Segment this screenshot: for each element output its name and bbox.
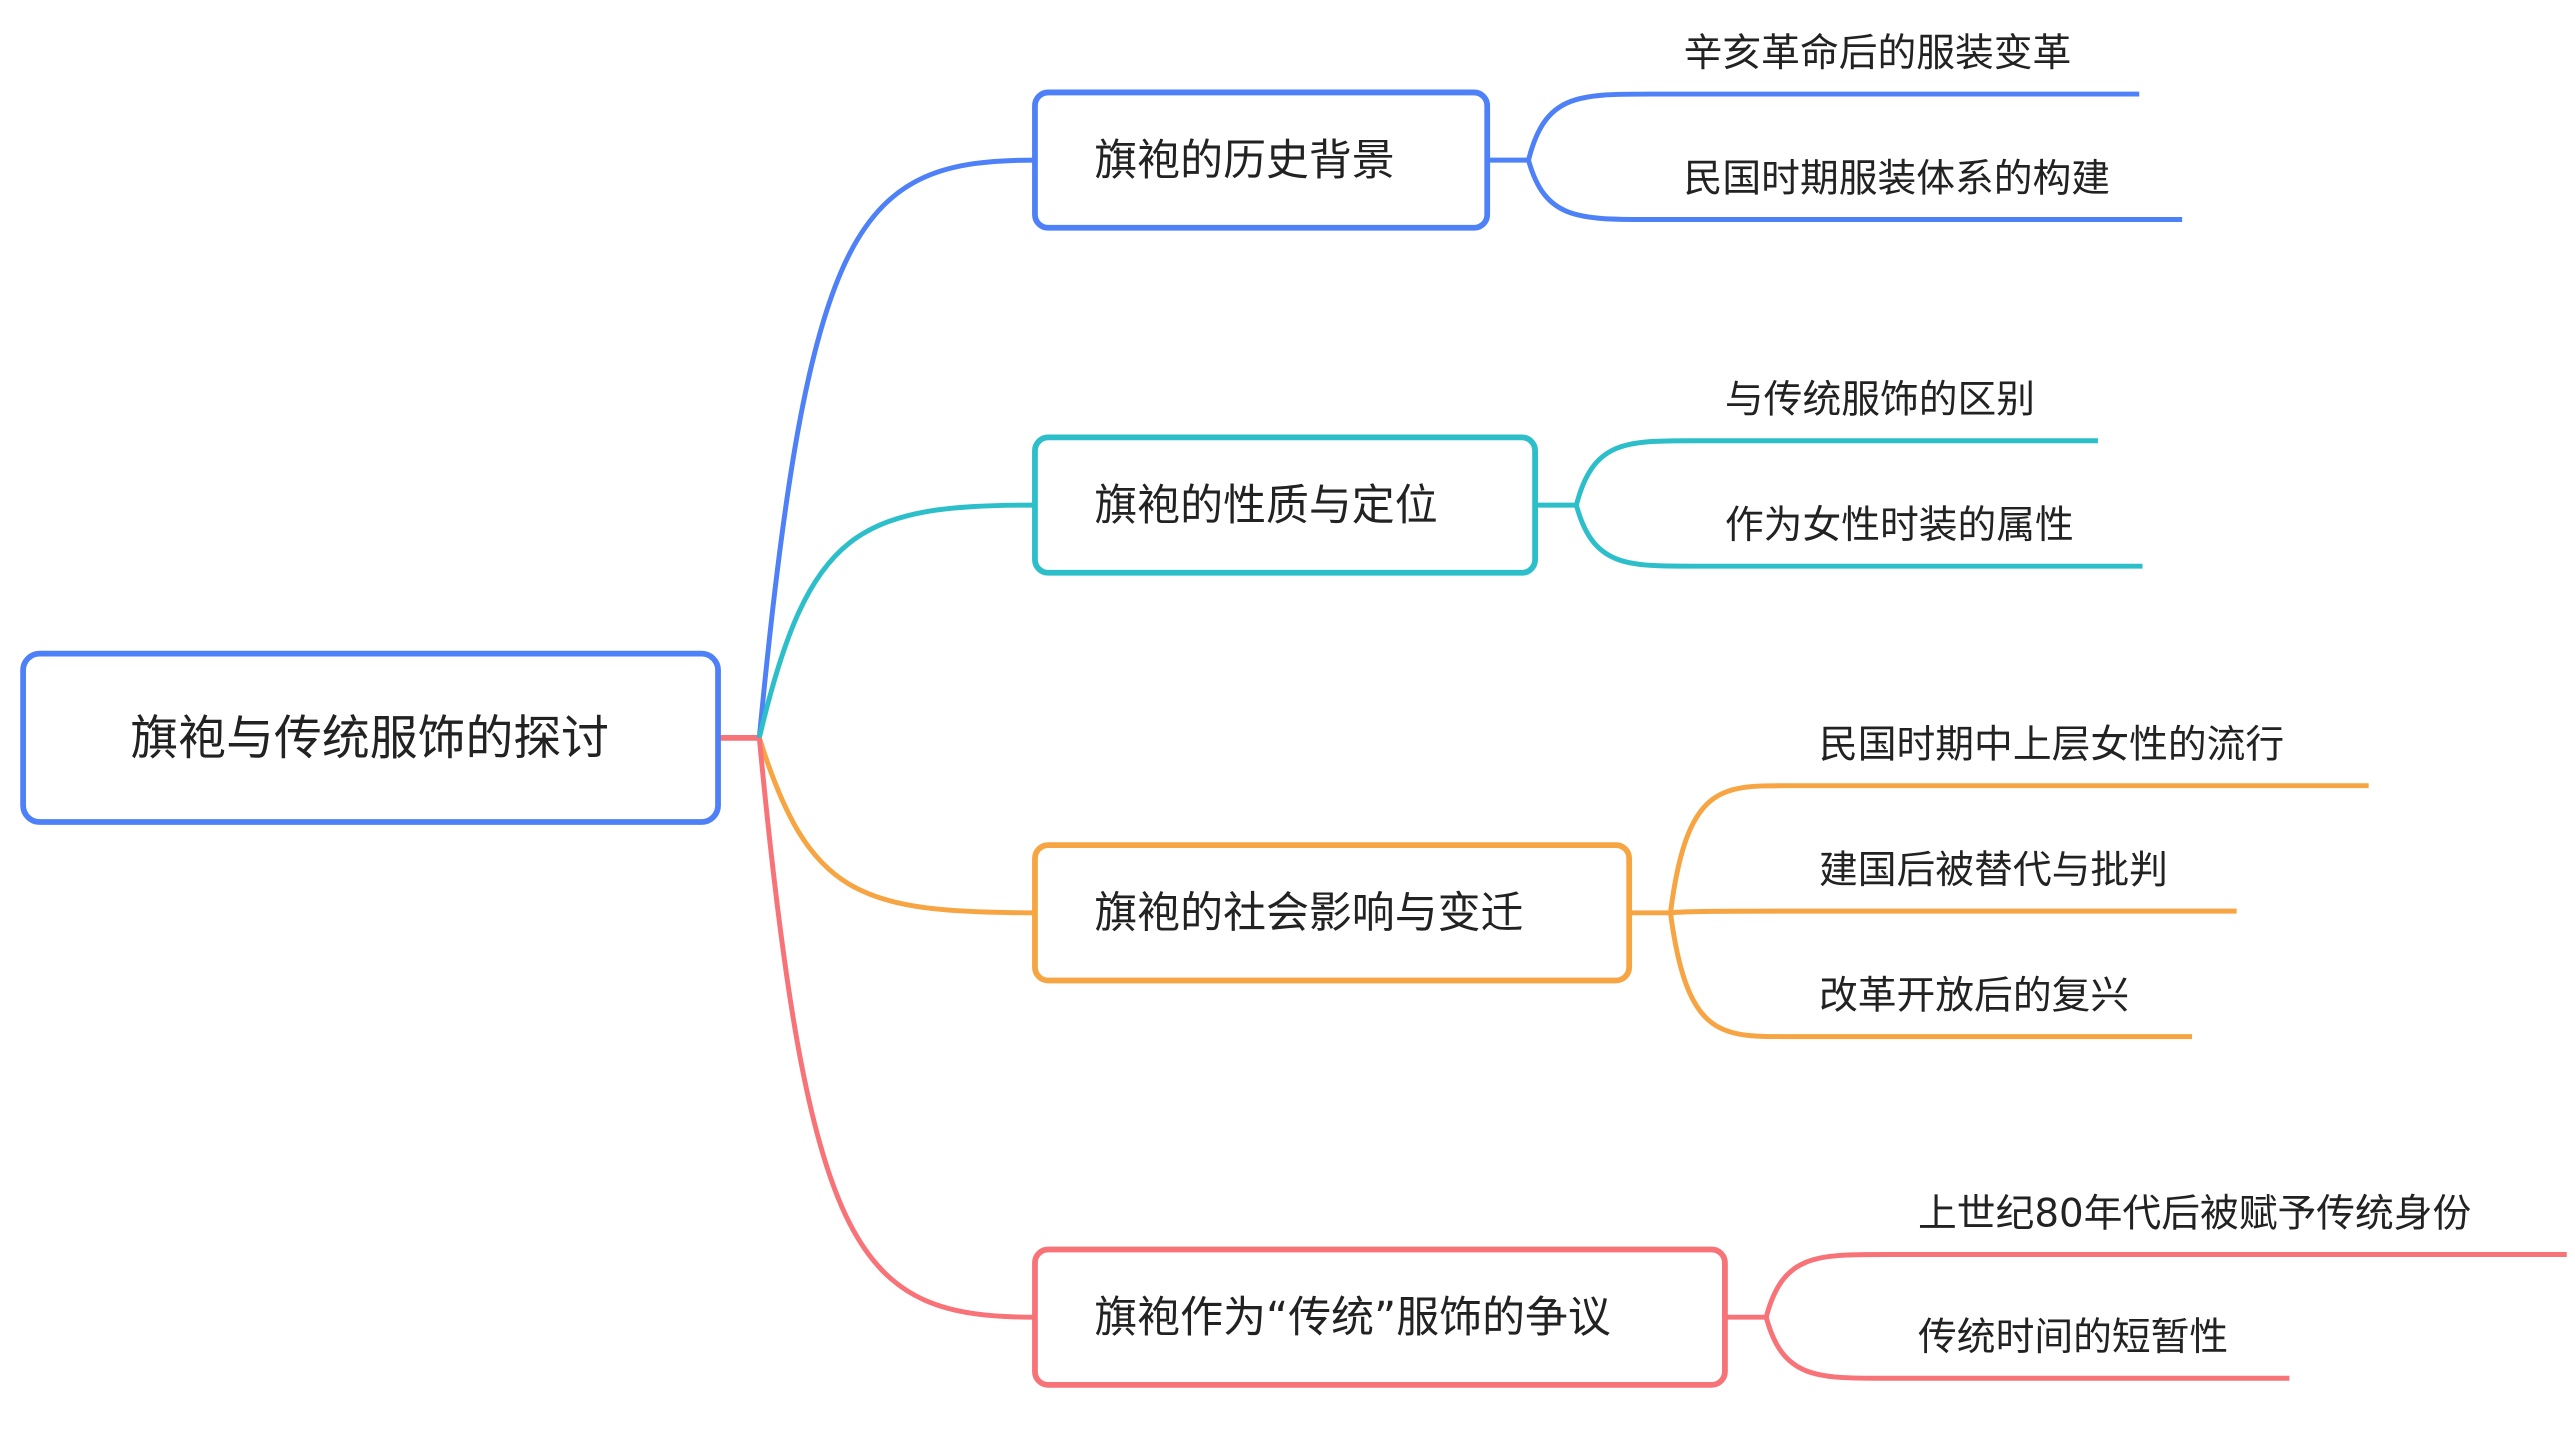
branch-connector	[756, 737, 1035, 1320]
leaf-connector	[1573, 438, 2098, 506]
branch-label: 旗袍的性质与定位	[1094, 481, 1437, 531]
leaf-label: 作为女性时装的属性	[1725, 503, 2074, 548]
branch-label: 旗袍作为“传统”服饰的争议	[1094, 1293, 1610, 1343]
leaf-label: 辛亥革命后的服装变革	[1684, 31, 2072, 76]
branch-node[interactable]: 旗袍作为“传统”服饰的争议	[1032, 1246, 1728, 1388]
branch-label: 旗袍的历史背景	[1094, 136, 1394, 186]
branch-node[interactable]: 旗袍的社会影响与变迁	[1032, 842, 1633, 984]
leaf-node[interactable]: 建国后被替代与批判	[1819, 848, 2168, 893]
leaf-node[interactable]: 上世纪80年代后被赋予传统身份	[1918, 1191, 2471, 1236]
branch-connector	[756, 737, 1035, 916]
leaf-node[interactable]: 与传统服饰的区别	[1725, 378, 2035, 423]
leaf-node[interactable]: 辛亥革命后的服装变革	[1684, 31, 2072, 76]
leaf-label: 与传统服饰的区别	[1725, 378, 2035, 423]
leaf-node[interactable]: 改革开放后的复兴	[1819, 974, 2129, 1019]
leaf-connector	[1670, 908, 2237, 916]
leaf-connector	[1763, 1252, 2567, 1318]
leaf-connector	[1526, 91, 2140, 161]
branch-node[interactable]: 旗袍的性质与定位	[1032, 434, 1538, 576]
branch-connector	[756, 157, 1035, 739]
leaf-node[interactable]: 作为女性时装的属性	[1725, 503, 2074, 548]
leaf-label: 传统时间的短暂性	[1918, 1315, 2228, 1360]
leaf-node[interactable]: 民国时期中上层女性的流行	[1819, 723, 2284, 768]
leaf-label: 上世纪80年代后被赋予传统身份	[1918, 1191, 2471, 1236]
leaf-connector	[1526, 159, 2183, 223]
leaf-label: 民国时期服装体系的构建	[1684, 156, 2110, 201]
leaf-connector	[1763, 1316, 2290, 1381]
root-label: 旗袍与传统服饰的探讨	[130, 711, 609, 766]
branch-label: 旗袍的社会影响与变迁	[1094, 889, 1523, 939]
leaf-connector	[1573, 504, 2143, 569]
leaf-connector	[1667, 783, 2369, 914]
branch-node[interactable]: 旗袍的历史背景	[1032, 89, 1491, 231]
leaf-label: 改革开放后的复兴	[1819, 974, 2129, 1019]
branch-connector	[756, 502, 1035, 739]
leaf-label: 民国时期中上层女性的流行	[1819, 723, 2284, 768]
leaf-node[interactable]: 传统时间的短暂性	[1918, 1315, 2228, 1360]
leaf-connector	[1667, 912, 2193, 1040]
root-node[interactable]: 旗袍与传统服饰的探讨	[20, 650, 721, 825]
leaf-node[interactable]: 民国时期服装体系的构建	[1684, 156, 2110, 201]
leaf-label: 建国后被替代与批判	[1819, 848, 2168, 893]
